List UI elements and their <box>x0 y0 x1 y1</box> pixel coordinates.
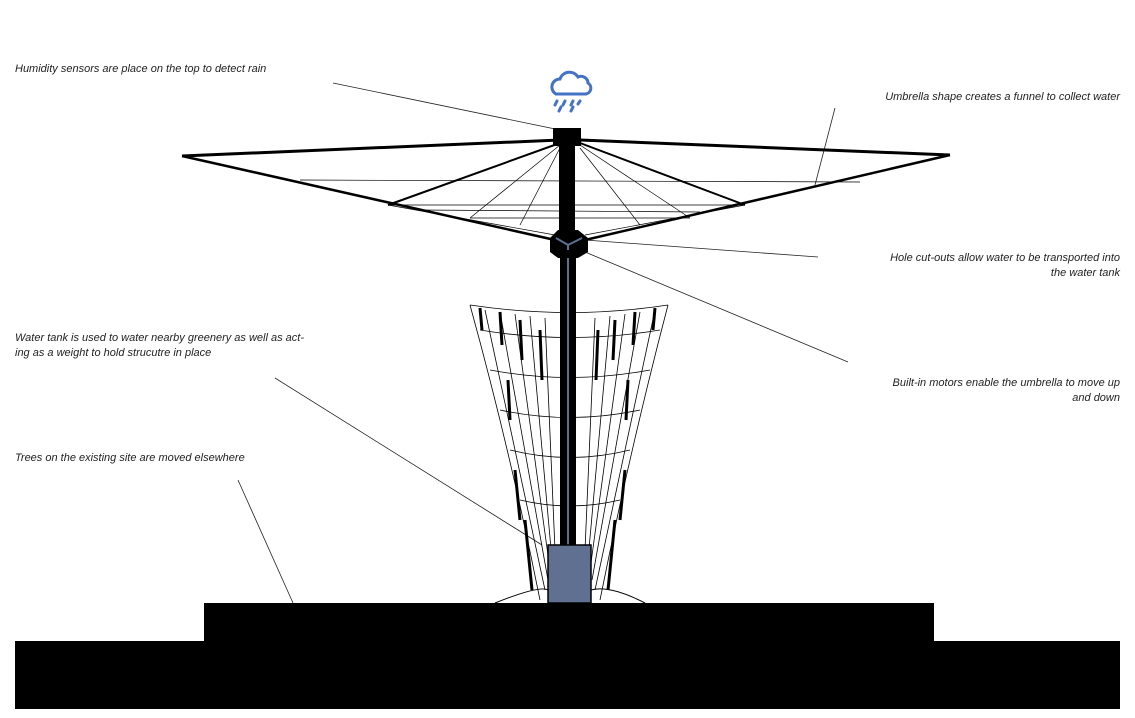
rain-cloud-icon <box>550 70 593 113</box>
annotation-holes: Hole cut-outs allow water to be transpor… <box>890 251 1120 281</box>
annotation-motors: Built-in motors enable the umbrella to m… <box>893 376 1120 406</box>
ground-base <box>15 641 1120 709</box>
annotation-humidity: Humidity sensors are place on the top to… <box>15 63 267 75</box>
water-tank <box>547 544 592 604</box>
annotation-holes-line2: the water tank <box>1050 267 1120 279</box>
leader-humidity <box>332 82 561 131</box>
annotation-holes-line1: Hole cut-outs allow water to be transpor… <box>890 252 1120 264</box>
annotation-umbrella: Umbrella shape creates a funnel to colle… <box>885 91 1120 103</box>
annotation-tank-line1: Water tank is used to water nearby green… <box>15 332 304 344</box>
annotation-tank: Water tank is used to water nearby green… <box>15 331 304 361</box>
leader-umbrella <box>814 107 836 186</box>
ground-platform <box>204 603 934 641</box>
annotation-motors-line2: and down <box>1072 392 1120 404</box>
central-pole <box>550 128 588 546</box>
annotation-trees: Trees on the existing site are moved els… <box>15 452 245 464</box>
leader-tank <box>274 377 543 546</box>
annotation-tank-line2: ing as a weight to hold strucutre in pla… <box>15 347 212 359</box>
leader-lines <box>237 82 849 604</box>
umbrella-canopy <box>181 138 951 242</box>
leader-holes <box>584 239 819 258</box>
hanging-plants <box>478 307 657 591</box>
leader-motors <box>584 251 849 363</box>
leader-trees <box>237 479 294 604</box>
annotation-motors-line1: Built-in motors enable the umbrella to m… <box>892 377 1120 389</box>
